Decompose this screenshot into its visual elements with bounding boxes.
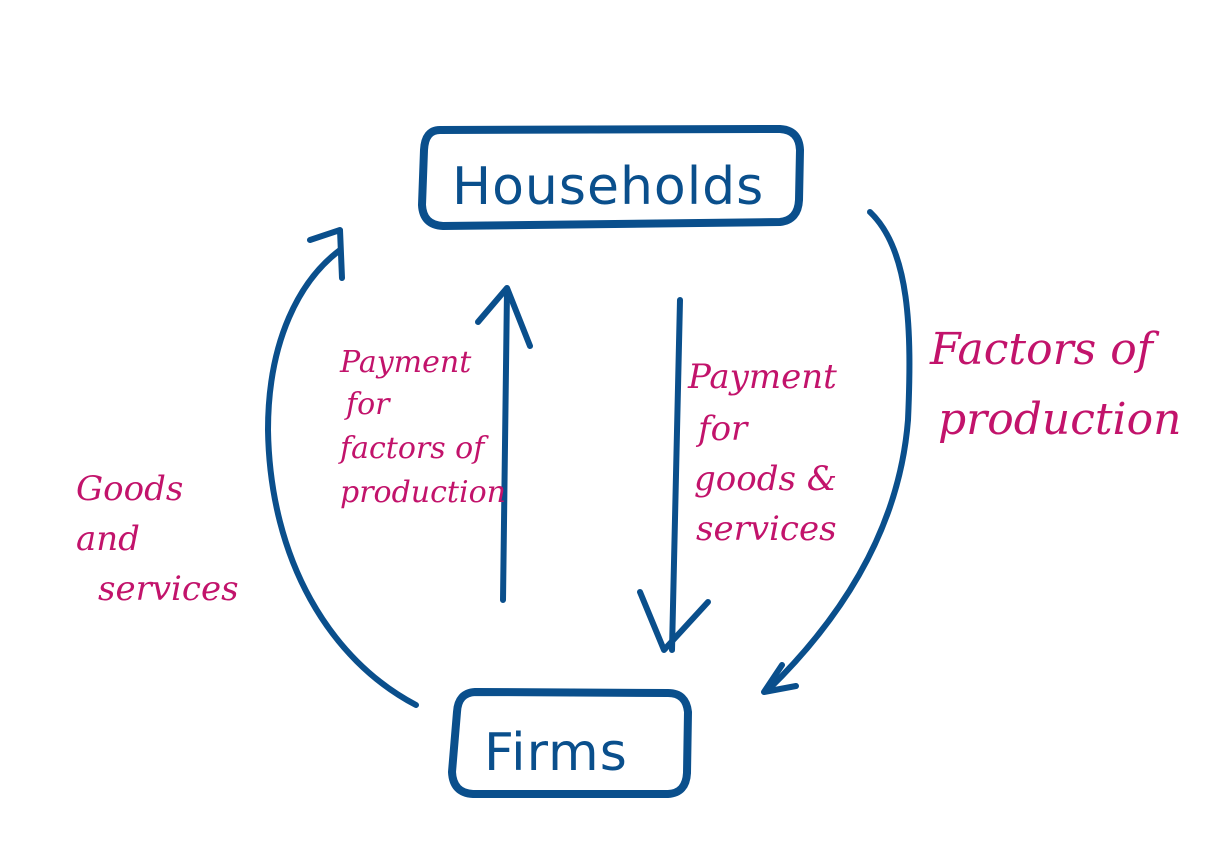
payment-goods-label: Payment for goods & services xyxy=(687,357,837,549)
factors-production-arrow xyxy=(761,209,913,695)
payment-goods-arrow xyxy=(637,297,711,653)
payment-factors-line: for xyxy=(344,387,391,422)
payment-factors-arrow xyxy=(475,285,533,603)
goods-services-label: Goods and services xyxy=(76,469,239,609)
goods-services-line: Goods xyxy=(76,469,183,509)
firms-node: Firms xyxy=(448,688,692,798)
households-node: Households xyxy=(418,125,804,230)
goods-services-line: services xyxy=(98,569,239,609)
payment-factors-line: production xyxy=(340,475,506,510)
factors-production-line: Factors of xyxy=(929,324,1160,375)
payment-goods-line: for xyxy=(695,409,749,449)
goods-services-line: and xyxy=(76,519,140,559)
payment-goods-line: goods & xyxy=(694,459,837,499)
payment-factors-line: Payment xyxy=(339,345,472,380)
firms-box xyxy=(448,688,692,798)
factors-production-line: production xyxy=(938,394,1181,445)
factors-production-label: Factors of production xyxy=(929,324,1181,445)
payment-goods-line: Payment xyxy=(687,357,837,397)
payment-goods-line: services xyxy=(696,509,837,549)
households-box xyxy=(418,125,804,230)
households-label: Households xyxy=(452,157,764,217)
goods-services-arrow xyxy=(265,227,419,708)
firms-label: Firms xyxy=(484,723,628,783)
payment-factors-line: factors of xyxy=(338,431,489,466)
payment-factors-label: Payment for factors of production xyxy=(338,345,506,510)
